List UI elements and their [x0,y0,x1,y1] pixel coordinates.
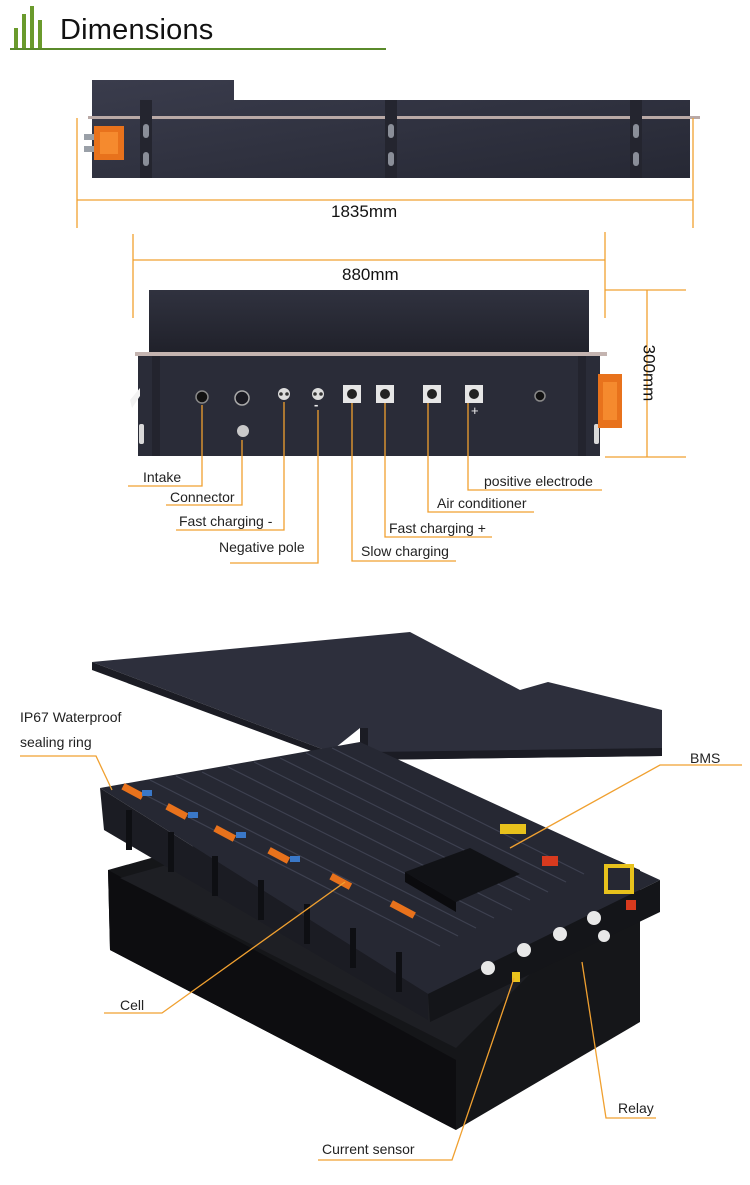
fast-charging-positive-label: Fast charging + [389,520,486,536]
ip67-label-line1: IP67 Waterproof [20,709,122,725]
port-negative-pole-icon [312,388,324,400]
cell-label: Cell [120,997,145,1013]
port-connector-icon [234,390,250,437]
front-orange-connector-icon [598,374,622,428]
width-dimension-label: 880mm [342,265,399,284]
exploded-lid [92,632,662,760]
negative-pole-label: Negative pole [219,539,305,555]
front-view-pack [130,290,610,456]
top-view-pack [88,80,700,178]
port-fast-charging-positive-icon [376,385,394,403]
top-orange-connector-icon [84,126,124,160]
intake-label: Intake [143,469,182,485]
height-dimension-label: 300mm [639,344,659,402]
connector-label: Connector [170,489,235,505]
title-underline [10,48,386,50]
plus-sign-label: + [471,403,479,418]
port-fast-charging-negative-icon [278,388,290,400]
slow-charging-label: Slow charging [361,543,449,559]
current-sensor-label: Current sensor [322,1141,415,1157]
page-title: Dimensions [60,14,214,46]
relay-label: Relay [618,1100,654,1116]
port-positive-electrode-icon [465,385,483,403]
port-intake-icon [195,390,209,404]
ip67-label-line2: sealing ring [20,734,92,750]
positive-electrode-label: positive electrode [484,473,593,489]
bms-label: BMS [690,750,721,766]
port-blank-icon [534,390,546,402]
exploded-module [100,742,660,1022]
minus-sign-label: - [314,397,319,412]
port-air-conditioner-icon [423,385,441,403]
length-dimension-label: 1835mm [331,202,398,221]
air-conditioner-label: Air conditioner [437,495,527,511]
port-slow-charging-icon [343,385,361,403]
fast-charging-negative-label: Fast charging - [179,513,273,529]
